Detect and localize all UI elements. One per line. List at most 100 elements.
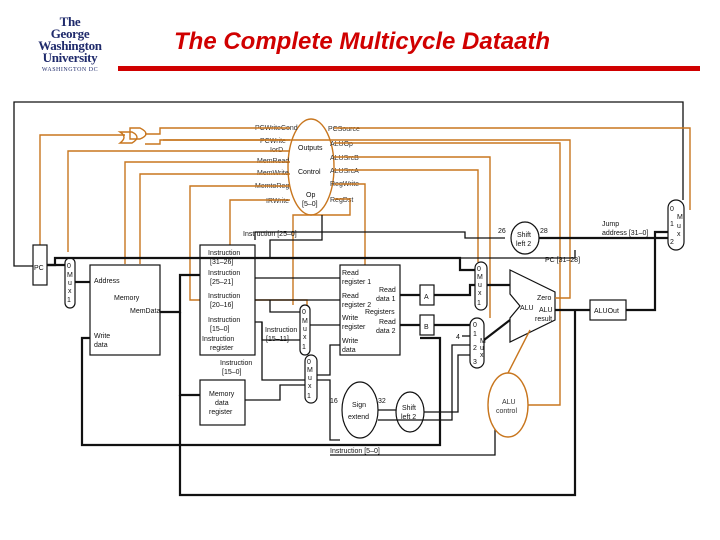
alu xyxy=(509,269,556,343)
alusrcb-mux-0: 0 xyxy=(473,322,477,329)
jump-address-label: Jump xyxy=(602,221,619,228)
alusrcb-mux xyxy=(469,317,485,369)
memtoreg-mux-m: M xyxy=(307,367,313,374)
ir-title-2: register xyxy=(210,345,234,352)
memtoreg-mux-x: x xyxy=(308,383,312,390)
shift-left-label: Shift xyxy=(402,405,416,412)
and-gate xyxy=(129,127,147,140)
ir-15-0-label: Instruction xyxy=(208,317,240,324)
memory-address-label: Address xyxy=(94,278,120,285)
aluout-label: ALUOut xyxy=(594,308,619,315)
alu-label: ALU xyxy=(520,305,534,312)
wire-memdata-to-mdr xyxy=(178,312,200,397)
bits-32-label: 32 xyxy=(378,398,386,405)
rd2-label: Read xyxy=(379,319,396,326)
a-register-label: A xyxy=(424,294,429,301)
wire-alusrca xyxy=(334,169,479,262)
signal-alusrcb: ALUSrcB xyxy=(330,155,359,162)
logo-line-4: University xyxy=(42,50,98,65)
regdst-mux-1: 1 xyxy=(302,344,306,351)
regdst-mux-u: u xyxy=(303,326,307,333)
instr-15-11-bits: [15–11] xyxy=(266,336,289,343)
title-underline xyxy=(118,66,700,71)
wire-pc-to-alusrca xyxy=(47,256,475,272)
wire-shift-to-mux xyxy=(424,354,470,413)
wire-memread xyxy=(124,161,290,264)
logo-line-3: Washington xyxy=(38,38,102,53)
wire-pcsource xyxy=(334,127,691,210)
ir-25-21-bits: [25–21] xyxy=(210,279,233,286)
alusrcb-mux-u: u xyxy=(480,345,484,352)
instr-15-0b-label: Instruction xyxy=(220,360,252,367)
pcsource-mux-1: 1 xyxy=(670,221,674,228)
regdst-mux-x: x xyxy=(303,334,307,341)
wire-regdst xyxy=(292,198,351,305)
pcsource-mux-0: 0 xyxy=(670,206,674,213)
signal-regdst: RegDst xyxy=(330,197,353,204)
alusrcb-mux-3: 3 xyxy=(473,359,477,366)
alusrcb-mux-x: x xyxy=(480,352,484,359)
wire-instr-25-0 xyxy=(254,231,505,240)
signal-aluop: ALUOp xyxy=(330,141,353,148)
bits-28-label: 28 xyxy=(540,228,548,235)
regdst-mux xyxy=(299,304,311,356)
pcsource-mux-2: 2 xyxy=(670,239,674,246)
control-outputs-label: Outputs xyxy=(298,145,323,152)
page-title: The Complete Multicycle Dataath xyxy=(174,28,551,55)
instr-25-0-label: Instruction [25–0] xyxy=(243,231,297,238)
memtoreg-mux xyxy=(304,354,318,404)
rr1-label: Read xyxy=(342,270,359,277)
wire-funct-to-alucontrol xyxy=(330,420,496,456)
register-file xyxy=(339,264,401,356)
bits-26-label: 26 xyxy=(498,228,506,235)
const-four-label: 4 xyxy=(456,334,460,341)
logo-line-2: George xyxy=(50,26,90,41)
alu-control-label-2: control xyxy=(496,408,517,415)
instr-15-0b-bits: [15–0] xyxy=(222,369,242,376)
pcsource-mux-m: M xyxy=(677,214,683,221)
shift-left-2 xyxy=(395,391,425,433)
signal-alusrca: ALUSrcA xyxy=(330,168,359,175)
wd-bits: data xyxy=(342,347,356,354)
ir-20-16-label: Instruction xyxy=(208,293,240,300)
memtoreg-mux-1: 1 xyxy=(307,393,311,400)
logo-line-5: WASHINGTON DC xyxy=(41,67,99,73)
ir-15-0-bits: [15–0] xyxy=(210,326,230,333)
op-label: Op xyxy=(306,192,315,199)
alusrcb-mux-m: M xyxy=(480,338,486,345)
alusrca-mux-0: 0 xyxy=(477,266,481,273)
control-label: Control xyxy=(298,169,321,176)
ir-title-1: Instruction xyxy=(202,336,234,343)
alu-zero-label: Zero xyxy=(537,295,552,302)
memory-data-label: data xyxy=(94,342,108,349)
ir-31-26-bits: [31–26] xyxy=(210,259,233,266)
wd-label: Write xyxy=(342,338,358,345)
pcsource-mux-x: x xyxy=(677,231,681,238)
alusrca-mux-x: x xyxy=(478,290,482,297)
ir-20-16-bits: [20–16] xyxy=(210,302,233,309)
or-gate xyxy=(117,131,138,144)
wire-mdr-to-mux xyxy=(245,384,305,401)
memory-unit xyxy=(89,264,161,356)
ir-25-21-label: Instruction xyxy=(208,270,240,277)
wire-iord xyxy=(67,150,290,252)
wire-imm-to-signext xyxy=(261,322,340,441)
alu-control-label: ALU xyxy=(502,399,516,406)
wire-alusrcb-to-alu xyxy=(483,319,511,341)
pc-31-28-label: PC [31–28] xyxy=(545,257,580,264)
mdr-label-3: register xyxy=(209,409,233,416)
sign-extend-label-2: extend xyxy=(348,414,369,421)
logo-line-1: The xyxy=(59,14,81,29)
wire-zero-to-gate xyxy=(163,139,571,299)
wire-rt-to-regdst xyxy=(269,300,300,313)
memtoreg-mux-u: u xyxy=(308,375,312,382)
ir-31-26-label: Instruction xyxy=(208,250,240,257)
memory-title: Memory xyxy=(114,295,140,302)
regdst-mux-0: 0 xyxy=(302,309,306,316)
op-bits-label: [5–0] xyxy=(302,201,318,208)
rr1-bits: register 1 xyxy=(342,279,371,286)
rr2-bits: register 2 xyxy=(342,302,371,309)
wire-aluop xyxy=(334,142,561,406)
mdr-label-1: Memory xyxy=(209,391,235,398)
rd2-bits: data 2 xyxy=(376,328,396,335)
